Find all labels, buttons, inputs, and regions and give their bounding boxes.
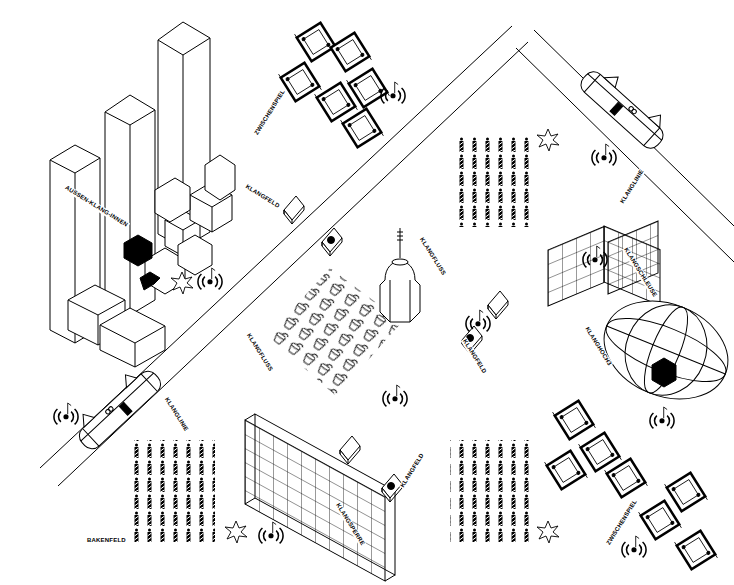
map-label: ZWISCHENSPIEL (605, 498, 640, 547)
map-label: KLANGLINIE (619, 167, 646, 205)
street (40, 26, 734, 486)
sound-cube (652, 358, 676, 387)
map-label: KLANGFELD (399, 451, 427, 489)
map-label: KLANGFLUSS (245, 332, 275, 374)
tram (577, 60, 674, 152)
map-label: KLANGFELD (243, 183, 281, 211)
map-label: KLANGLINIE (163, 395, 190, 433)
map-label: ZWISCHENSPIEL (253, 88, 288, 137)
map-label: KLANGFLUSS (418, 236, 448, 278)
tram (68, 360, 164, 453)
sound-icons (54, 82, 674, 557)
sound-lock-grid (548, 221, 660, 306)
sign-panels (284, 196, 508, 502)
barrier-grid (245, 414, 395, 581)
kiosk-tower (380, 228, 420, 322)
map-label: BAKENFELD (86, 537, 127, 544)
event-stars (171, 129, 559, 543)
sound-egg (589, 283, 734, 416)
towers (50, 22, 235, 367)
